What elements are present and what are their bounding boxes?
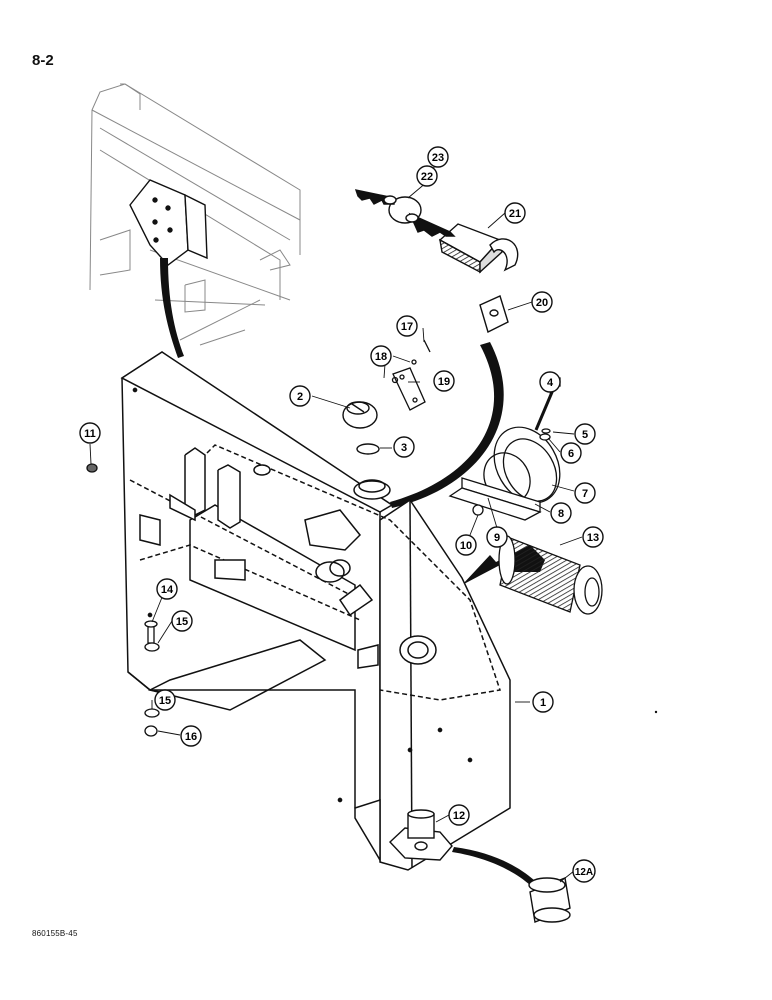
callouts: 1 2 3 4 5 6 7 8 9 10 11 12 12A 13 14 15 … <box>79 146 604 883</box>
callout-20: 20 <box>531 291 553 313</box>
callout-6: 6 <box>560 442 582 464</box>
callout-21: 21 <box>504 202 526 224</box>
callout-4: 4 <box>539 371 561 393</box>
callout-label: 12 <box>453 810 465 822</box>
keys <box>354 189 456 237</box>
callout-label: 15 <box>159 695 171 707</box>
hydraulic-tank <box>120 351 511 871</box>
callout-label: 20 <box>536 297 548 309</box>
drain-fitting <box>389 809 453 861</box>
mount-arrow <box>160 258 184 358</box>
callout-label: 13 <box>587 532 599 544</box>
callout-16: 16 <box>180 725 202 747</box>
callout-2: 2 <box>289 385 311 407</box>
callout-label: 10 <box>460 540 472 552</box>
lock-arrow <box>390 342 504 508</box>
cover-plate-assembly <box>448 377 561 521</box>
callout-label: 9 <box>494 532 500 544</box>
loose-hardware <box>86 463 160 737</box>
callout-15-upper: 15 <box>171 610 193 632</box>
callout-label: 4 <box>547 377 554 389</box>
figure-code: 860155B-45 <box>32 929 78 938</box>
callout-label: 18 <box>375 351 387 363</box>
callout-23: 23 <box>427 146 449 168</box>
callout-label: 11 <box>84 428 96 440</box>
callout-label: 23 <box>432 152 444 164</box>
callout-11: 11 <box>79 422 101 444</box>
stray-dot <box>654 710 658 714</box>
page-number: 8-2 <box>32 52 54 69</box>
callout-10: 10 <box>455 534 477 556</box>
callout-label: 16 <box>185 731 197 743</box>
callout-label: 14 <box>161 584 174 596</box>
filler-cap <box>342 401 380 455</box>
sleeve <box>528 877 571 923</box>
callout-19: 19 <box>433 370 455 392</box>
callout-3: 3 <box>393 436 415 458</box>
hasp-plate <box>479 295 509 333</box>
callout-9: 9 <box>486 526 508 548</box>
padlock <box>438 223 519 274</box>
callout-label: 21 <box>509 208 521 220</box>
callout-14: 14 <box>156 578 178 600</box>
callout-15-lower: 15 <box>154 689 176 711</box>
callout-1: 1 <box>532 691 554 713</box>
callout-label: 2 <box>297 391 303 403</box>
filter-element <box>498 535 603 615</box>
callout-18: 18 <box>370 345 392 367</box>
callout-17: 17 <box>396 315 418 337</box>
drain-arrow <box>452 847 534 885</box>
callout-label: 5 <box>582 429 588 441</box>
callout-label: 1 <box>540 697 546 709</box>
callout-12: 12 <box>448 804 470 826</box>
callout-5: 5 <box>574 423 596 445</box>
frame-bracket <box>129 179 208 266</box>
callout-label: 22 <box>421 171 433 183</box>
lock-tab <box>391 339 431 411</box>
callout-label: 8 <box>558 508 564 520</box>
callout-label: 12A <box>575 867 593 878</box>
callout-label: 19 <box>438 376 450 388</box>
callout-13: 13 <box>582 526 604 548</box>
callout-7: 7 <box>574 482 596 504</box>
callout-label: 6 <box>568 448 574 460</box>
callout-label: 3 <box>401 442 407 454</box>
callout-22: 22 <box>416 165 438 187</box>
machine-frame <box>89 83 301 346</box>
callout-label: 15 <box>176 616 188 628</box>
callout-label: 7 <box>582 488 588 500</box>
callout-12a: 12A <box>572 859 596 883</box>
callout-8: 8 <box>550 502 572 524</box>
callout-label: 17 <box>401 321 413 333</box>
